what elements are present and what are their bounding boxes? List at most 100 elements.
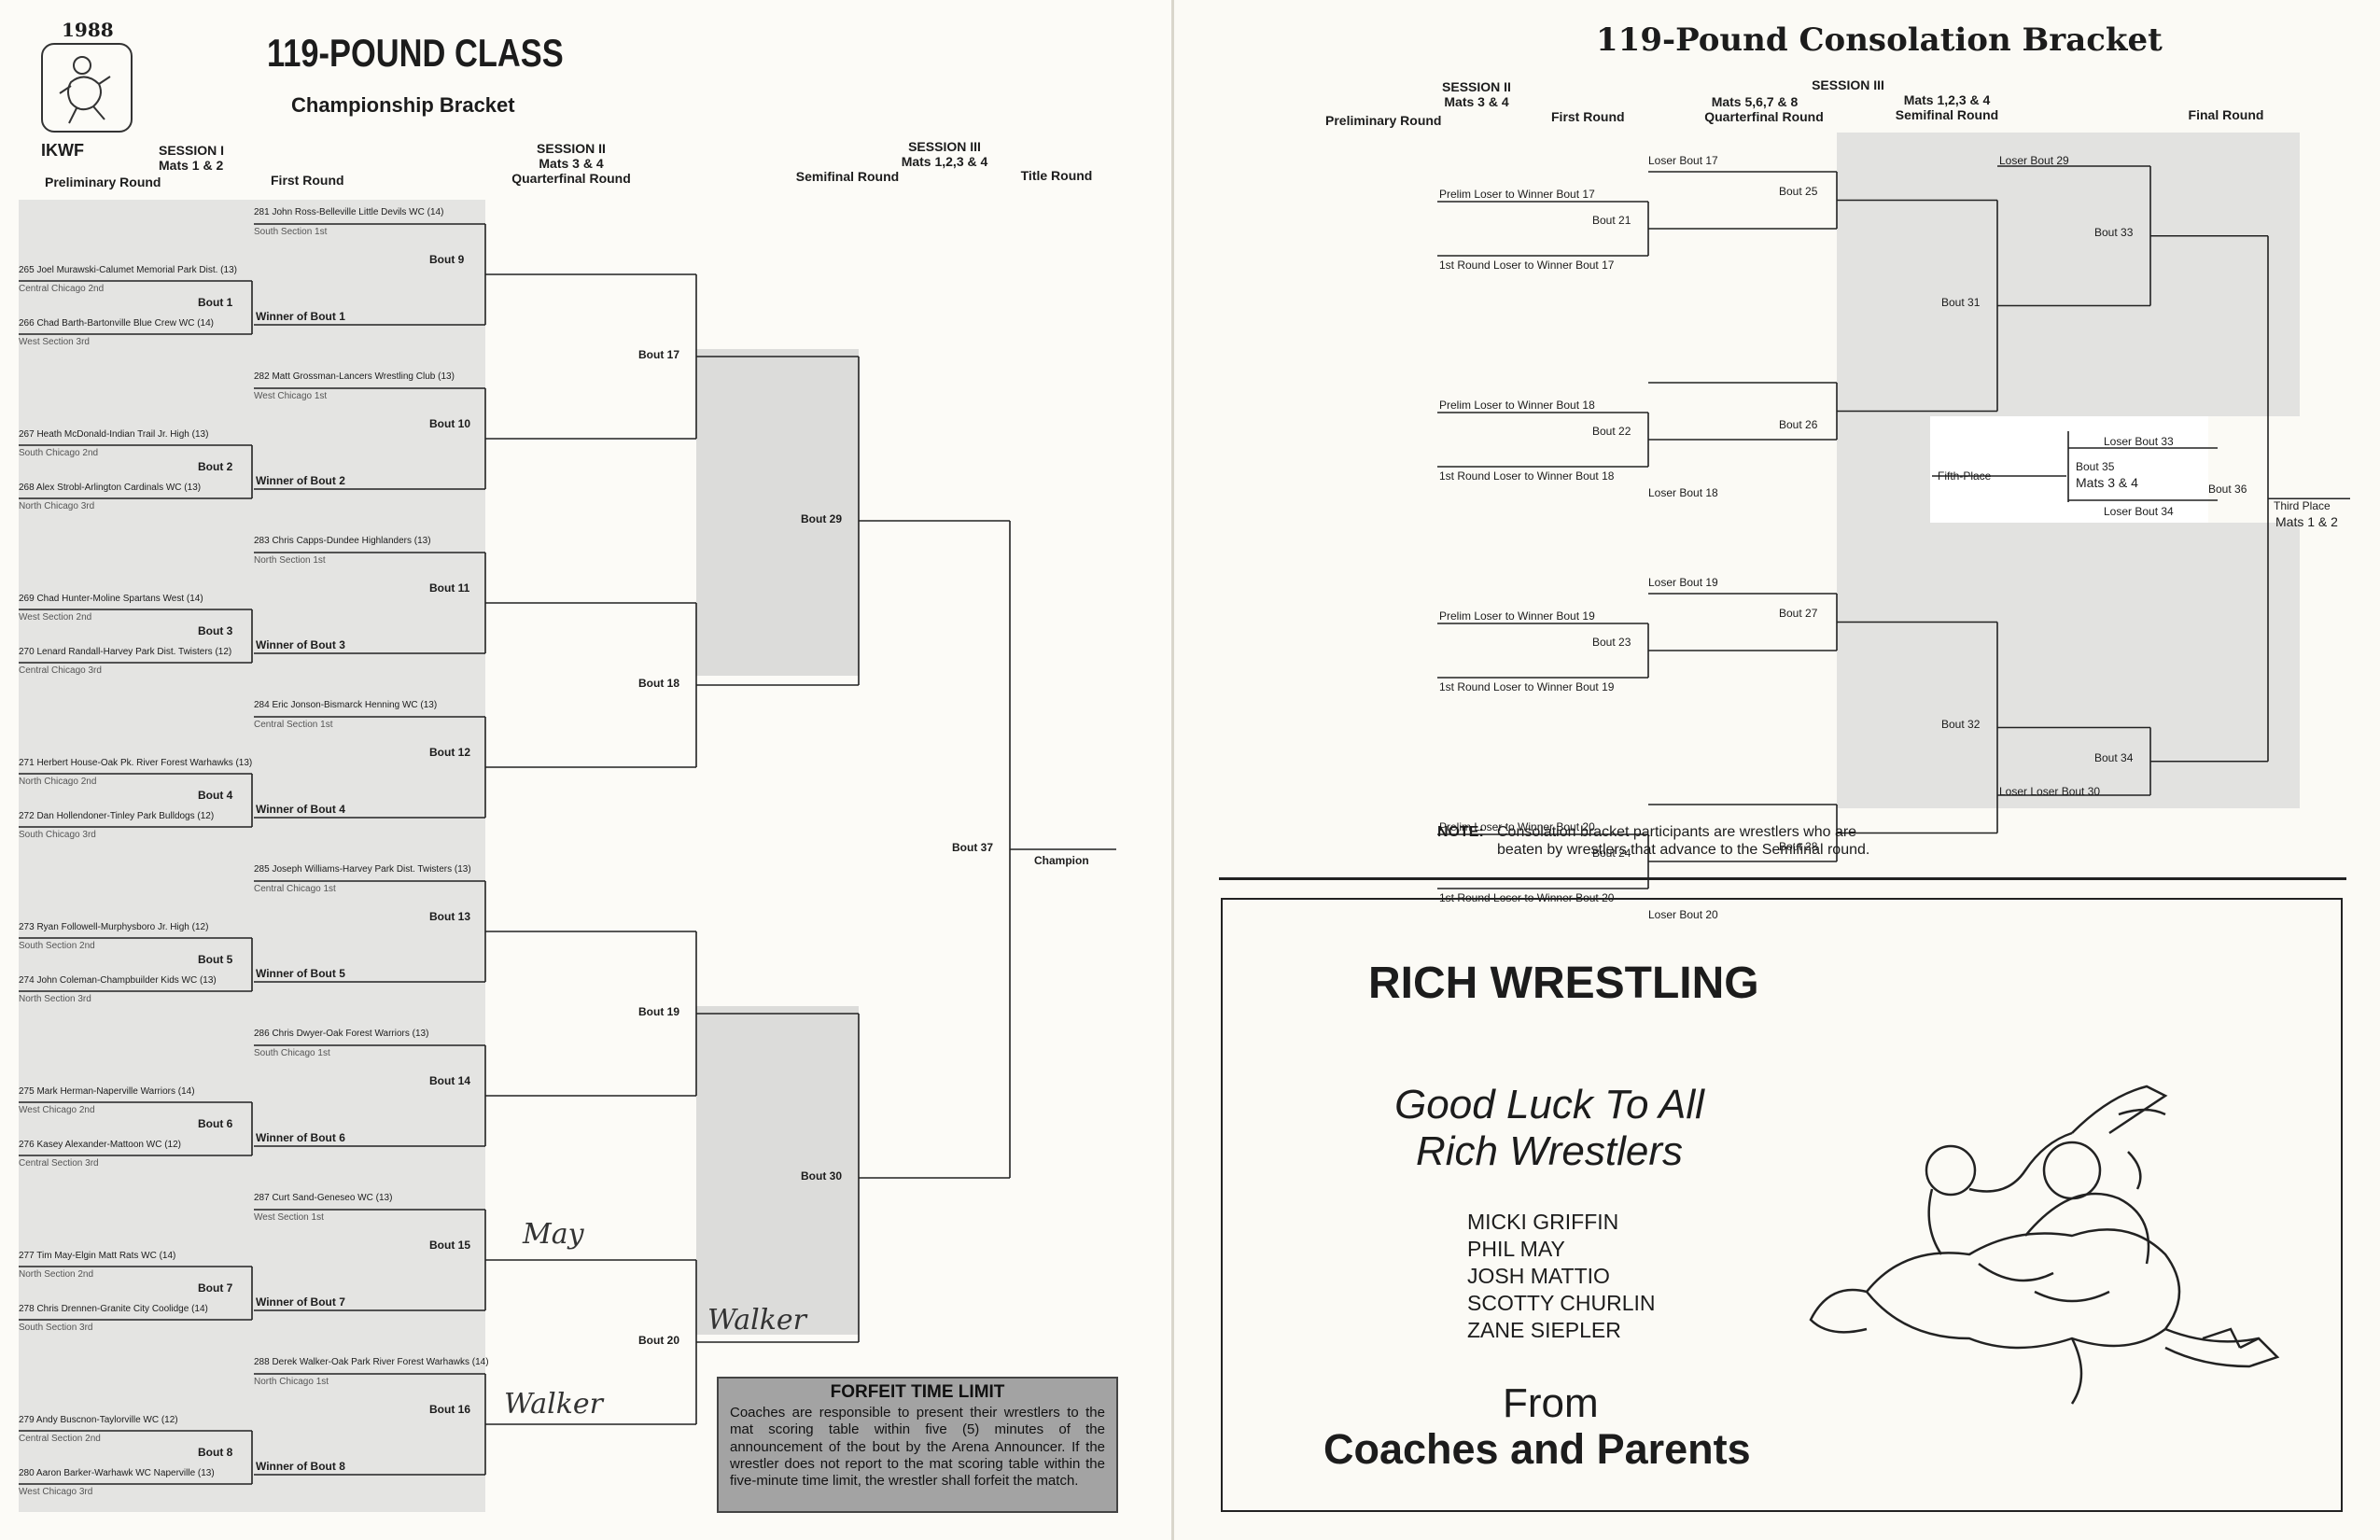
- seed-wrestler-name: 286 Chris Dwyer-Oak Forest Warriors (13): [254, 1029, 429, 1039]
- cons-session2: SESSION II: [1442, 79, 1511, 94]
- ad-name-1: MICKI GRIFFIN: [1467, 1210, 1619, 1234]
- seed-section: North Chicago 1st: [254, 1377, 329, 1387]
- cons-loser-label: Loser Bout 19: [1648, 576, 1718, 589]
- bout-36-label: Bout 36: [2208, 483, 2247, 497]
- prelim-wrestler-top-name: 269 Chad Hunter-Moline Spartans West (14…: [19, 594, 203, 604]
- handwritten-may: May: [523, 1218, 584, 1251]
- prelim-wrestler-bottom-section: Central Section 3rd: [19, 1158, 99, 1169]
- seed-section: Central Chicago 1st: [254, 884, 336, 894]
- cons-loser-label: Loser Bout 17: [1648, 154, 1718, 167]
- prelim-wrestler-top-name: 265 Joel Murawski-Calumet Memorial Park …: [19, 265, 237, 275]
- prelim-wrestler-top-section: Central Chicago 2nd: [19, 284, 105, 294]
- prelim-wrestler-bottom-section: South Section 3rd: [19, 1323, 93, 1333]
- final-bout-label: Bout 37: [952, 841, 994, 854]
- prelim-bout-label: Bout 3: [198, 624, 233, 637]
- cons-prelim-bottom-label: 1st Round Loser to Winner Bout 18: [1439, 469, 1615, 483]
- seed-section: North Section 1st: [254, 555, 326, 566]
- prelim-wrestler-bottom-section: Central Chicago 3rd: [19, 665, 102, 676]
- prelim-wrestler-top-name: 273 Ryan Followell-Murphysboro Jr. High …: [19, 922, 209, 932]
- winner-of-bout-label: Winner of Bout 1: [256, 310, 345, 323]
- prelim-wrestler-top-name: 277 Tim May-Elgin Matt Rats WC (14): [19, 1251, 176, 1261]
- prelim-wrestler-bottom-name: 278 Chris Drennen-Granite City Coolidge …: [19, 1304, 208, 1314]
- wrestlers-illustration-icon: [1809, 1085, 2280, 1405]
- winner-of-bout-label: Winner of Bout 8: [256, 1460, 345, 1473]
- session1-header: SESSION I: [159, 143, 225, 158]
- seed-section: South Chicago 1st: [254, 1048, 330, 1058]
- ad-line2: Rich Wrestlers: [1415, 1128, 1684, 1174]
- fifth-place-label: Fifth-Place: [1938, 469, 1992, 483]
- seed-wrestler-name: 282 Matt Grossman-Lancers Wrestling Club…: [254, 371, 455, 382]
- first-round-bout-label: Bout 15: [429, 1239, 471, 1252]
- cons-qf-bout-label: Bout 28: [1779, 839, 1818, 853]
- cons-final-bout-33-label: Bout 33: [2094, 225, 2134, 239]
- cons-final-header: Final Round: [2188, 107, 2264, 122]
- ad-from: From: [1503, 1380, 1599, 1426]
- seed-section: South Section 1st: [254, 227, 328, 237]
- prelim-bout-label: Bout 8: [198, 1446, 233, 1459]
- seed-wrestler-name: 284 Eric Jonson-Bismarck Henning WC (13): [254, 700, 438, 710]
- semifinal-bout-label: Bout 29: [801, 512, 843, 525]
- cons-final-shade-bottom: [2150, 523, 2300, 808]
- cons-session3: SESSION III: [1812, 77, 1884, 92]
- seed-wrestler-name: 283 Chris Capps-Dundee Highlanders (13): [254, 536, 431, 546]
- loser-bout-29-label: Loser Bout 29: [1999, 154, 2069, 167]
- cons-qf-bout-label: Bout 26: [1779, 417, 1818, 431]
- note-text-line1: Consolation bracket participants are wre…: [1497, 824, 1857, 840]
- fifth-place-box: [1930, 416, 2208, 523]
- loser-bout-30-label: Loser Loser Bout 30: [1999, 785, 2101, 798]
- seed-wrestler-name: 288 Derek Walker-Oak Park River Forest W…: [254, 1357, 489, 1367]
- semi-shade-top: [696, 349, 859, 676]
- bout-35-mats: Mats 3 & 4: [2076, 475, 2138, 490]
- cons-session2-mats: Mats 3 & 4: [1444, 94, 1509, 109]
- cons-loser-label: Loser Bout 18: [1648, 486, 1718, 499]
- third-place-label: Third Place: [2274, 499, 2331, 513]
- loser-bout-34-label: Loser Bout 34: [2104, 505, 2174, 518]
- bout-35-label: Bout 35: [2076, 460, 2115, 473]
- cons-sf-mats: Mats 1,2,3 & 4: [1903, 92, 1991, 107]
- prelim-wrestler-top-section: South Chicago 2nd: [19, 448, 99, 458]
- cons-prelim-bout-label: Bout 24: [1592, 847, 1631, 860]
- prelim-bout-label: Bout 4: [198, 789, 233, 802]
- winner-of-bout-label: Winner of Bout 7: [256, 1295, 345, 1309]
- year-label: 1988: [62, 19, 114, 41]
- prelim-bout-label: Bout 2: [198, 460, 233, 473]
- cons-prelim-top-label: Prelim Loser to Winner Bout 18: [1439, 399, 1595, 412]
- cons-qf-bout-label: Bout 27: [1779, 606, 1818, 620]
- cons-sf-bout-label: Bout 32: [1941, 717, 1981, 731]
- first-round-bout-label: Bout 11: [429, 581, 470, 595]
- prelim-bout-label: Bout 1: [198, 296, 233, 309]
- cons-prelim-top-label: Prelim Loser to Winner Bout 19: [1439, 609, 1595, 623]
- section-divider: [1219, 877, 2346, 880]
- session1-mats: Mats 1 & 2: [159, 158, 224, 173]
- title-round-header: Title Round: [1020, 168, 1093, 183]
- prelim-wrestler-top-section: West Section 2nd: [19, 612, 92, 623]
- prelim-wrestler-bottom-section: West Chicago 3rd: [19, 1487, 93, 1497]
- cons-prelim-bout-label: Bout 22: [1592, 425, 1631, 438]
- seed-section: West Section 1st: [254, 1212, 324, 1223]
- cons-qf-mats: Mats 5,6,7 & 8: [1711, 94, 1799, 109]
- first-round-header: First Round: [271, 173, 344, 188]
- page-gutter: [1171, 0, 1174, 1540]
- prelim-wrestler-top-name: 271 Herbert House-Oak Pk. River Forest W…: [19, 758, 253, 768]
- semi-shade-bottom: [696, 1006, 859, 1335]
- cons-sf-bout-label: Bout 31: [1941, 295, 1981, 309]
- winner-of-bout-label: Winner of Bout 6: [256, 1131, 345, 1144]
- prelim-wrestler-top-name: 267 Heath McDonald-Indian Trail Jr. High…: [19, 429, 209, 440]
- winner-of-bout-label: Winner of Bout 4: [256, 803, 345, 816]
- prelim-wrestler-bottom-section: South Chicago 3rd: [19, 830, 96, 840]
- third-place-mats: Mats 1 & 2: [2275, 514, 2338, 530]
- prelim-wrestler-bottom-name: 272 Dan Hollendoner-Tinley Park Bulldogs…: [19, 811, 215, 821]
- seed-wrestler-name: 285 Joseph Williams-Harvey Park Dist. Tw…: [254, 864, 471, 875]
- prelim-wrestler-bottom-section: North Section 3rd: [19, 994, 91, 1004]
- ad-coaches: Coaches and Parents: [1323, 1425, 1751, 1473]
- cons-first-header: First Round: [1551, 109, 1625, 124]
- prelim-bout-label: Bout 5: [198, 953, 233, 966]
- forfeit-notice: FORFEIT TIME LIMIT Coaches are responsib…: [717, 1377, 1118, 1513]
- session2-header: SESSION II: [537, 141, 606, 156]
- quarterfinal-bout-label: Bout 17: [638, 348, 680, 361]
- prelim-wrestler-bottom-section: North Chicago 3rd: [19, 501, 95, 511]
- ad-name-4: SCOTTY CHURLIN: [1467, 1291, 1656, 1315]
- cons-prelim-bout-label: Bout 23: [1592, 636, 1631, 649]
- cons-qf-bout-label: Bout 25: [1779, 184, 1818, 198]
